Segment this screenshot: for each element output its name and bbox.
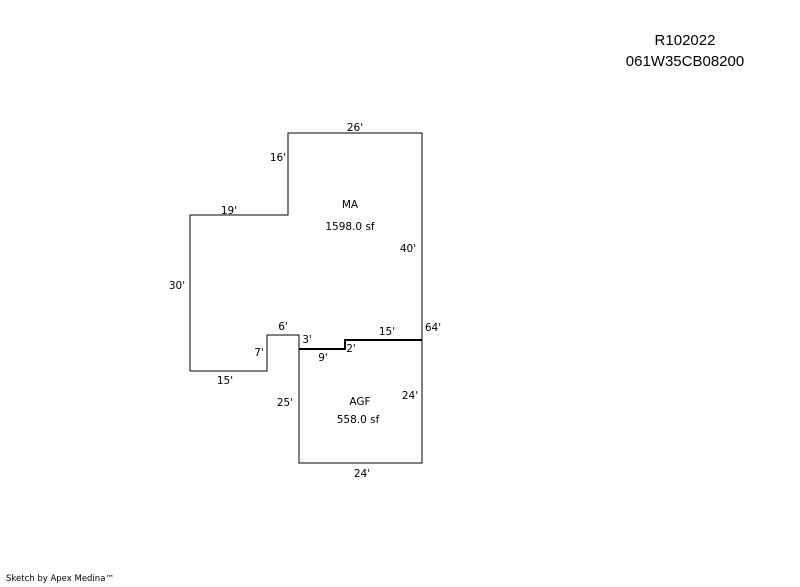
divider-line <box>299 339 422 350</box>
agf-label: AGF <box>349 396 370 408</box>
dim-ma-bottom-left: 15' <box>217 375 233 387</box>
dim-agf-left: 25' <box>277 397 293 409</box>
dim-total-right: 64' <box>425 322 441 334</box>
dim-divider-low: 9' <box>318 352 328 364</box>
dim-divider-step: 2' <box>346 343 356 355</box>
ma-area: 1598.0 sf <box>325 221 375 233</box>
agf-area: 558.0 sf <box>337 414 380 426</box>
dim-junction: 3' <box>302 334 312 346</box>
agf-outline <box>298 340 423 464</box>
dim-notch-side: 7' <box>254 347 264 359</box>
dim-divider-high: 15' <box>379 326 395 338</box>
dim-ma-step-top: 19' <box>221 205 237 217</box>
parcel-id: R102022 <box>654 32 716 49</box>
ma-label: MA <box>342 199 359 211</box>
dim-ma-left-upper: 16' <box>270 152 286 164</box>
dim-agf-right: 24' <box>402 390 418 402</box>
dim-ma-top: 26' <box>347 122 363 134</box>
dim-ma-left: 30' <box>169 280 185 292</box>
map-number: 061W35CB08200 <box>625 53 745 70</box>
dim-notch-top: 6' <box>278 321 288 333</box>
dim-ma-right: 40' <box>400 243 416 255</box>
sketch-credit: Sketch by Apex Medina™ <box>6 574 114 584</box>
dim-agf-bottom: 24' <box>354 468 370 480</box>
